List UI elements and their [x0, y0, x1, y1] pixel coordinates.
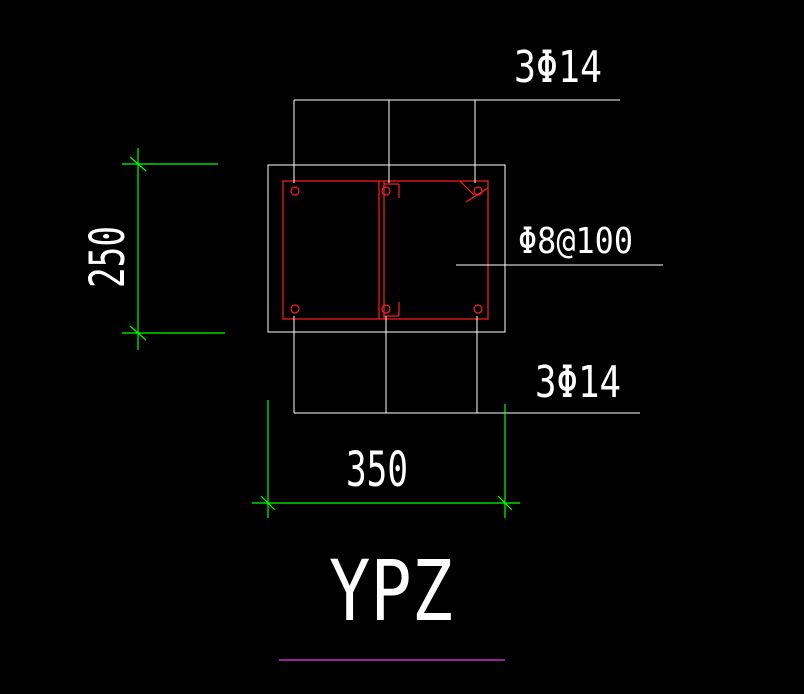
bottom-rebar-leader: [293, 316, 640, 414]
top-rebar-leader: [293, 99, 620, 183]
section-name: YPZ: [329, 542, 453, 640]
rebar-top-middle: [381, 186, 391, 196]
rebar-bottom-middle: [381, 304, 391, 314]
rebar-dots: [290, 186, 483, 314]
width-dimension: [252, 400, 520, 518]
bottom-rebar-label: 3Φ14: [535, 357, 621, 408]
rebar-top-right: [473, 186, 483, 196]
height-dimension: [122, 148, 225, 350]
top-rebar-label: 3Φ14: [514, 42, 602, 93]
rebar-top-left: [290, 186, 300, 196]
rebar-bottom-right: [473, 304, 483, 314]
stirrup-cage: [282, 180, 489, 320]
stirrup-label: Φ8@100: [518, 221, 633, 262]
rebar-bottom-left: [290, 304, 300, 314]
height-dimension-label: 250: [80, 226, 136, 288]
width-dimension-label: 350: [346, 442, 408, 498]
